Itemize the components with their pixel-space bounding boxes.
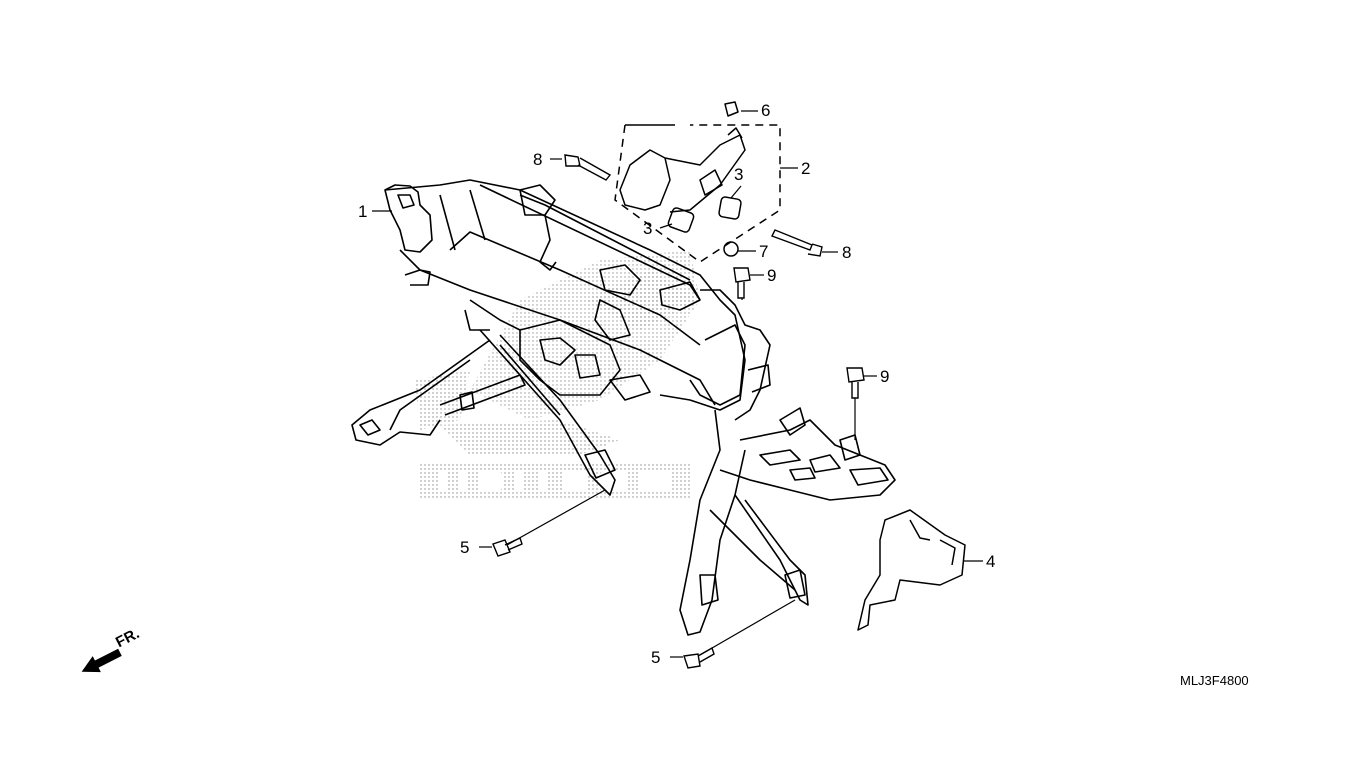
bolt-9-upper (733, 267, 751, 299)
inner-stay-frame (351, 179, 896, 636)
bolt-8-left (564, 154, 612, 181)
bolt-9-right (846, 367, 865, 399)
callout-8-right: 8 (842, 243, 852, 262)
callout-5-right: 5 (651, 648, 661, 667)
callout-7: 7 (759, 242, 769, 261)
bolt-5-left (492, 537, 523, 557)
callout-3-upper: 3 (734, 165, 744, 184)
callout-4: 4 (986, 552, 996, 571)
bolt-8-right (771, 229, 823, 257)
callout-8-left: 8 (533, 150, 543, 169)
callout-5-left: 5 (460, 538, 470, 557)
callout-2: 2 (801, 159, 811, 178)
leader-lines (372, 110, 983, 658)
callout-1: 1 (358, 202, 368, 221)
callout-9-upper: 9 (767, 266, 777, 285)
cover-part-4 (857, 509, 966, 631)
callout-3-lower: 3 (643, 219, 653, 238)
callout-6: 6 (761, 101, 771, 120)
callout-9-right: 9 (880, 367, 890, 386)
bolt-5-right (683, 646, 715, 669)
watermark-stipple (415, 250, 700, 500)
front-arrow-icon (81, 648, 122, 673)
bracket-assembly (614, 101, 781, 263)
part-code: MLJ3F4800 (1180, 673, 1249, 688)
